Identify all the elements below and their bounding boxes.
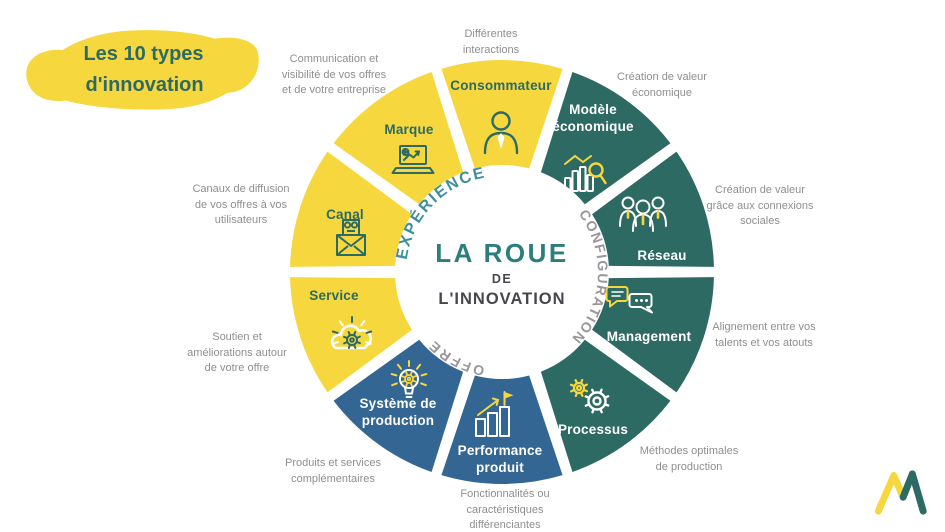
annotation-performance-produit: Fonctionnalités ou caractéristiques diff… (460, 488, 550, 532)
annotation-canal: Canaux de diffusion de vos offres à vos … (192, 183, 290, 227)
annotation-processus: Méthodes optimales de production (639, 445, 739, 473)
segment-label-performance-produit: produit (476, 460, 524, 475)
center-title: LA ROUE (435, 238, 569, 268)
segment-label-modele-economique: Modèle (569, 102, 617, 117)
center-subtitle-de: DE (492, 272, 512, 286)
annotation-consommateur: Différentes interactions (462, 28, 520, 56)
annotation-service: Soutien et améliorations autour de votre… (187, 331, 287, 375)
segment-label-service: Service (309, 288, 359, 303)
annotation-management: Alignement entre vos talents et vos atou… (712, 321, 816, 349)
logo-stroke-yellow-up (874, 472, 898, 515)
annotation-reseau: Création de valeur grâce aux connexions … (706, 184, 814, 228)
growth-flag-icon (475, 391, 514, 437)
segment-consommateur (441, 60, 563, 169)
annotation-systeme-de-production: Produits et services complémentaires (285, 457, 381, 485)
logo-stroke-teal-down (908, 470, 927, 515)
title-badge: Les 10 types d'innovation (38, 26, 250, 114)
segment-label-systeme-de-production: production (362, 413, 435, 428)
segment-label-modele-economique: économique (552, 119, 634, 134)
segment-canal (290, 151, 412, 267)
segment-label-marque: Marque (384, 122, 434, 137)
cloud-gear-icon (330, 316, 373, 350)
segment-label-processus: Processus (558, 422, 628, 437)
chart-search-icon (564, 154, 607, 192)
people-icon (619, 196, 667, 232)
segment-label-management: Management (607, 329, 692, 344)
brand-logo (874, 470, 927, 515)
segment-label-systeme-de-production: Système de (359, 396, 436, 411)
segment-performance-produit (441, 375, 563, 484)
user-icon (483, 111, 519, 155)
segment-label-consommateur: Consommateur (450, 78, 552, 93)
segment-label-canal: Canal (326, 207, 364, 222)
annotation-modele-economique: Création de valeur économique (617, 71, 707, 99)
segment-reseau (592, 151, 714, 267)
chat-bubbles-icon (605, 286, 653, 314)
title-line-2: d'innovation (85, 73, 204, 96)
annotation-marque: Communication et visibilité de vos offre… (281, 53, 387, 97)
segment-management (592, 277, 714, 393)
segment-marque (333, 72, 464, 205)
bulb-gear-icon (390, 360, 428, 398)
gears-icon (569, 378, 610, 414)
laptop-chart-icon (391, 145, 435, 174)
title-line-1: Les 10 types (83, 43, 204, 66)
envelope-icon (336, 219, 366, 256)
innovation-wheel: Consommateur Modèle économique Réseau Man… (290, 60, 714, 484)
segment-label-reseau: Réseau (637, 248, 686, 263)
segment-label-performance-produit: Performance (458, 443, 543, 458)
segment-processus (540, 339, 671, 472)
segment-systeme-de-production (333, 339, 464, 472)
center-subtitle-innovation: L'INNOVATION (438, 290, 565, 308)
